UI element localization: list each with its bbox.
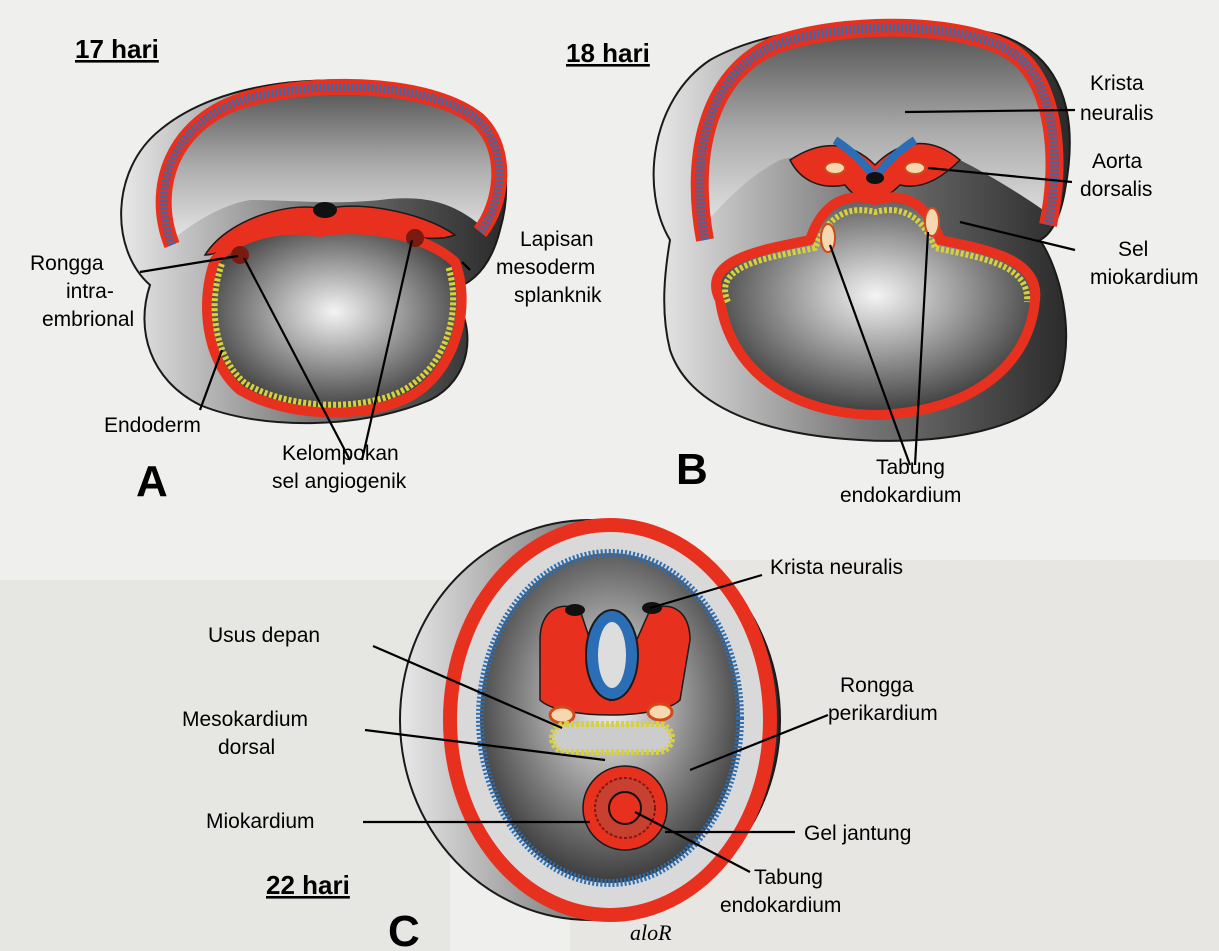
label-meso-2: dorsal xyxy=(218,736,275,759)
label-sel-1: Sel xyxy=(1118,238,1148,261)
label-rongga-3: embrional xyxy=(42,308,134,331)
label-tabung-c-1: Tabung xyxy=(754,866,823,889)
panel-b-diagram xyxy=(654,24,1070,441)
label-endoderm: Endoderm xyxy=(104,414,201,437)
label-sel-2: miokardium xyxy=(1090,266,1199,289)
panel-b-age: 18 hari xyxy=(566,38,650,68)
panel-a-diagram xyxy=(121,80,506,423)
label-tabung-b-2: endokardium xyxy=(840,484,961,507)
label-lapisan-2: mesoderm xyxy=(496,256,595,279)
label-lapisan-3: splanknik xyxy=(514,284,602,307)
panel-b-letter: B xyxy=(676,445,708,494)
label-rongga-1: Rongga xyxy=(30,252,104,275)
label-rongga-c-1: Rongga xyxy=(840,674,914,697)
label-krista-c: Krista neuralis xyxy=(770,556,903,579)
label-krista-b-2: neuralis xyxy=(1080,102,1154,125)
label-rongga-c-2: perikardium xyxy=(828,702,938,725)
panel-a-age: 17 hari xyxy=(75,34,159,64)
label-tabung-c-2: endokardium xyxy=(720,894,841,917)
label-krista-b-1: Krista xyxy=(1090,72,1144,95)
artist-signature: aloR xyxy=(630,920,672,945)
label-aorta-2: dorsalis xyxy=(1080,178,1152,201)
panel-c-age: 22 hari xyxy=(266,870,350,900)
label-meso-1: Mesokardium xyxy=(182,708,308,731)
panel-c-letter: C xyxy=(388,907,420,951)
panel-c-diagram xyxy=(400,520,780,920)
label-tabung-b-1: Tabung xyxy=(876,456,945,479)
label-usus: Usus depan xyxy=(208,624,320,647)
panel-a-letter: A xyxy=(136,457,168,506)
label-kelompokan-2: sel angiogenik xyxy=(272,470,407,493)
label-kelompokan-1: Kelompokan xyxy=(282,442,399,465)
label-lapisan-1: Lapisan xyxy=(520,228,594,251)
label-miokardium: Miokardium xyxy=(206,810,315,833)
label-rongga-2: intra- xyxy=(66,280,114,303)
label-gel: Gel jantung xyxy=(804,822,911,845)
label-aorta-1: Aorta xyxy=(1092,150,1143,173)
